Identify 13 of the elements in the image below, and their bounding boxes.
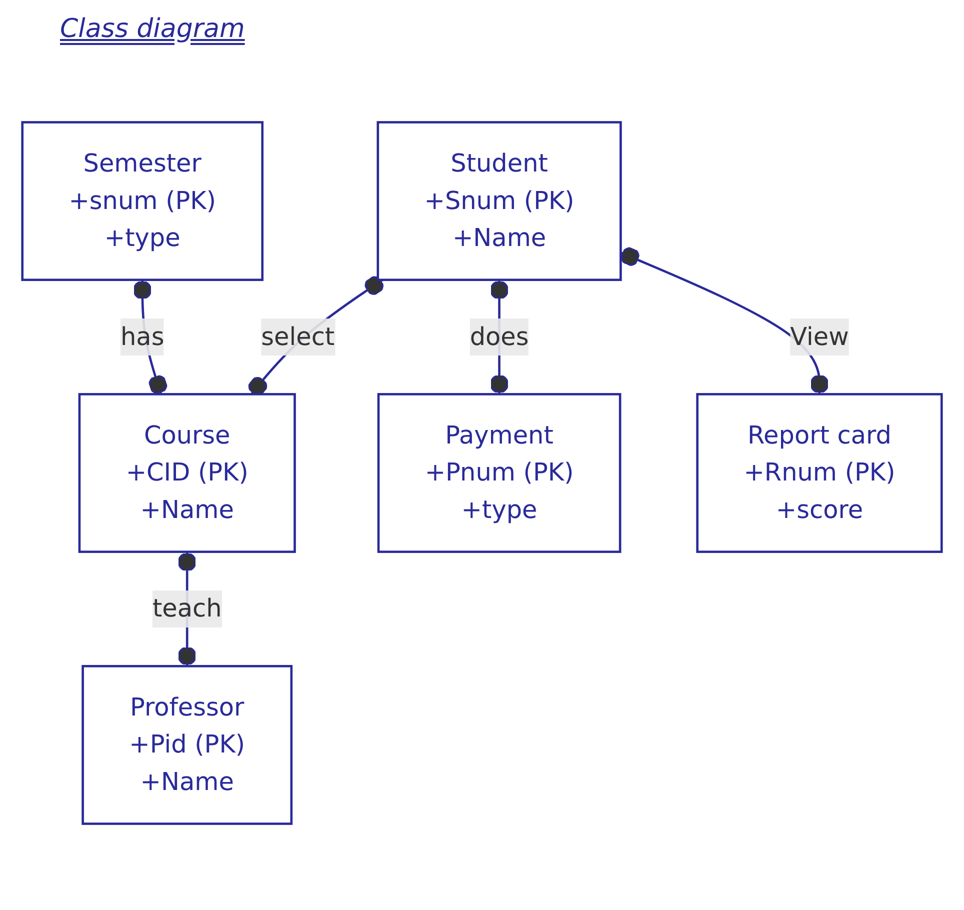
diagram-title: Class diagram [60,14,245,44]
edge-label: teach [152,594,222,623]
edge-label: does [470,322,529,351]
edge-label: select [261,322,335,351]
connector [620,247,829,394]
node-box: Semester +snum (PK) +type [21,121,264,282]
node-box: Course +CID (PK) +Name [78,393,296,553]
node-box: Payment +Pnum (PK) +type [377,393,622,553]
node-box: Professor +Pid (PK) +Name [82,664,293,825]
node-box: Report card +Rnum (PK) +score [696,393,943,553]
node-box: Student +Snum (PK) +Name [376,121,622,282]
edge-label: View [790,322,849,351]
edge-label: has [120,322,164,351]
